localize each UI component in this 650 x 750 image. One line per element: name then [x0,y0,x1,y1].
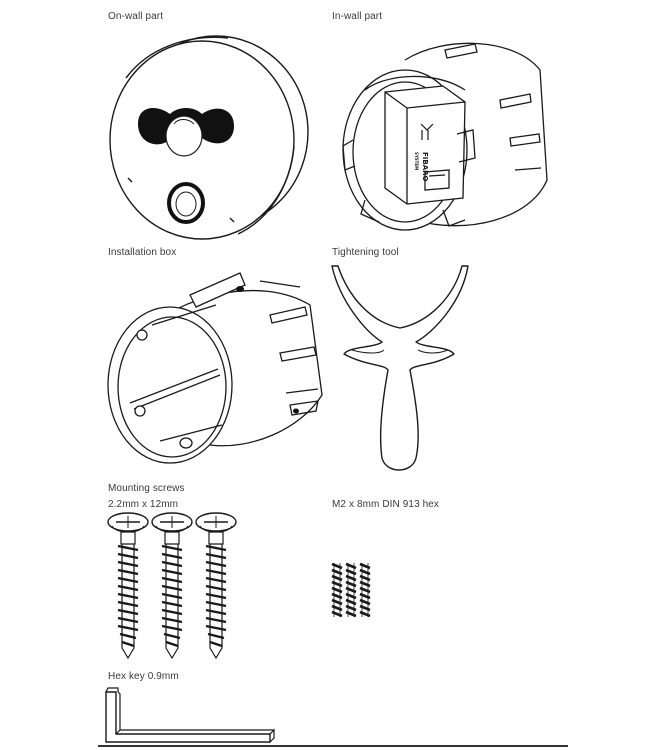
hex-key-drawing [104,684,276,744]
mounting-screws-drawing [106,511,238,660]
installation-box-drawing [100,265,340,475]
hex-key-label: Hex key 0.9mm [108,671,179,682]
set-screws-drawing [330,561,372,619]
in-wall-part-label: In-wall part [332,11,383,22]
tightening-tool-label: Tightening tool [332,247,399,258]
mounting-screws-label: Mounting screws [108,483,185,494]
on-wall-part-label: On-wall part [108,11,164,22]
set-screws-spec: M2 x 8mm DIN 913 hex [332,499,440,510]
tightening-tool-drawing [326,262,476,482]
bottom-divider [98,745,568,747]
mounting-screws-spec: 2.2mm x 12mm [108,499,179,510]
in-wall-logo-subtext: SYSTEM [414,152,419,170]
installation-box-label: Installation box [108,247,177,258]
in-wall-part-drawing: FIBARO SYSTEM [325,30,565,245]
in-wall-logo-text: FIBARO [421,152,429,182]
on-wall-part-drawing [98,28,318,248]
